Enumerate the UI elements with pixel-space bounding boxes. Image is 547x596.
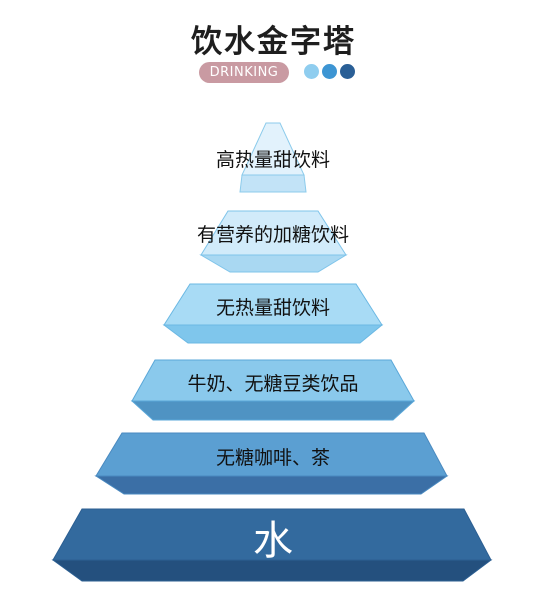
tier-label: 高热量甜饮料 xyxy=(216,149,330,171)
pyramid-tier-milk-unsweetened-soy: 牛奶、无糖豆类饮品 xyxy=(130,359,416,421)
pyramid-tier-high-calorie-sweet-drinks: 高热量甜饮料 xyxy=(216,122,330,193)
tier-label: 无糖咖啡、茶 xyxy=(216,447,330,469)
pyramid-tier-zero-calorie-sweet-drinks: 无热量甜饮料 xyxy=(162,283,384,344)
dark-blue-dot-icon xyxy=(340,64,355,79)
medium-blue-dot-icon xyxy=(322,64,337,79)
pyramid-tier-nutritious-sweetened-drinks: 有营养的加糖饮料 xyxy=(197,210,349,273)
pyramid-tier-unsweetened-coffee-tea: 无糖咖啡、茶 xyxy=(94,432,449,495)
light-blue-dot-icon xyxy=(304,64,319,79)
tier-label: 牛奶、无糖豆类饮品 xyxy=(187,373,358,395)
page-title: 饮水金字塔 xyxy=(191,24,356,60)
pyramid-tier-water: 水 xyxy=(51,508,493,582)
tier-label: 有营养的加糖饮料 xyxy=(197,224,349,246)
drinking-badge: DRINKING xyxy=(199,62,289,83)
tier-label: 水 xyxy=(253,518,293,564)
tier-label: 无热量甜饮料 xyxy=(216,297,330,319)
